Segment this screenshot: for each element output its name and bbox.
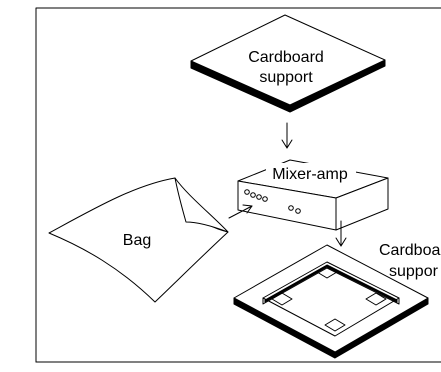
- mixer-label: Mixer-amp: [272, 166, 348, 183]
- bottom-support-label-line1: Cardboa: [379, 242, 440, 259]
- top-support-label-line1: Cardboard: [248, 49, 324, 66]
- bag-icon: Bag: [48, 177, 229, 303]
- bottom-support-label-line2: suppor: [389, 263, 439, 280]
- top-support-label-line2: support: [259, 69, 313, 86]
- arrow-icon: [335, 220, 347, 247]
- top-cardboard-support: Cardboard support: [190, 14, 386, 113]
- arrow-icon: [281, 122, 293, 149]
- mixer-amp-box: Mixer-amp: [237, 159, 389, 231]
- bag-label: Bag: [123, 232, 151, 249]
- bottom-cardboard-support: Cardboa suppor: [233, 242, 440, 359]
- figure-frame: [35, 7, 441, 363]
- arrow-icon: [228, 204, 253, 219]
